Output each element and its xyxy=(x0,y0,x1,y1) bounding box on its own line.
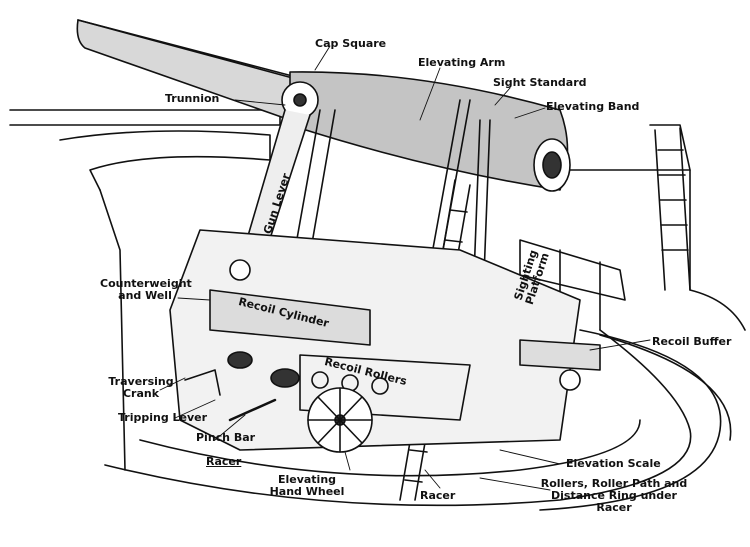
traversing-crank xyxy=(184,369,221,396)
label-counterweight-and-well: Counterweight and Well xyxy=(100,277,192,302)
label-pinch-bar: Pinch Bar xyxy=(196,431,256,444)
label-recoil-buffer: Recoil Buffer xyxy=(652,335,732,348)
parapet-curve xyxy=(59,130,271,191)
stair-rungs xyxy=(657,149,689,251)
label-elevating-hand-wheel: Elevating Hand Wheel xyxy=(269,473,345,498)
parapet-wall xyxy=(9,109,281,126)
sighting-platform xyxy=(519,239,626,301)
label-elevating-band: Elevating Band xyxy=(546,100,640,113)
label-tripping-lever: Tripping Lever xyxy=(118,411,208,424)
label-racer-left: Racer xyxy=(206,455,242,468)
right-stair xyxy=(649,124,691,291)
label-elevating-arm: Elevating Arm xyxy=(418,56,506,69)
label-elevation-scale: Elevation Scale xyxy=(566,457,661,470)
roller-path xyxy=(539,329,722,511)
leader-lines xyxy=(159,45,651,491)
racer-ring-inner xyxy=(139,419,641,477)
recoil-buffer xyxy=(519,339,601,371)
pinch-bar xyxy=(228,398,277,422)
label-sight-standard: Sight Standard xyxy=(493,76,587,89)
label-rollers-roller-path: Rollers, Roller Path and Distance Ring u… xyxy=(540,477,688,514)
racer-floor xyxy=(104,329,692,507)
carriage-frame xyxy=(169,229,581,451)
right-wall xyxy=(559,169,746,331)
label-traversing-crank: Traversing Crank xyxy=(108,375,174,400)
label-trunnion: Trunnion xyxy=(165,92,220,105)
label-racer-bottom: Racer xyxy=(420,489,456,502)
gun-barrel xyxy=(76,19,301,121)
label-cap-square: Cap Square xyxy=(315,37,387,50)
emplacement-left-wall xyxy=(99,189,126,471)
recoil-cylinder xyxy=(209,289,371,346)
